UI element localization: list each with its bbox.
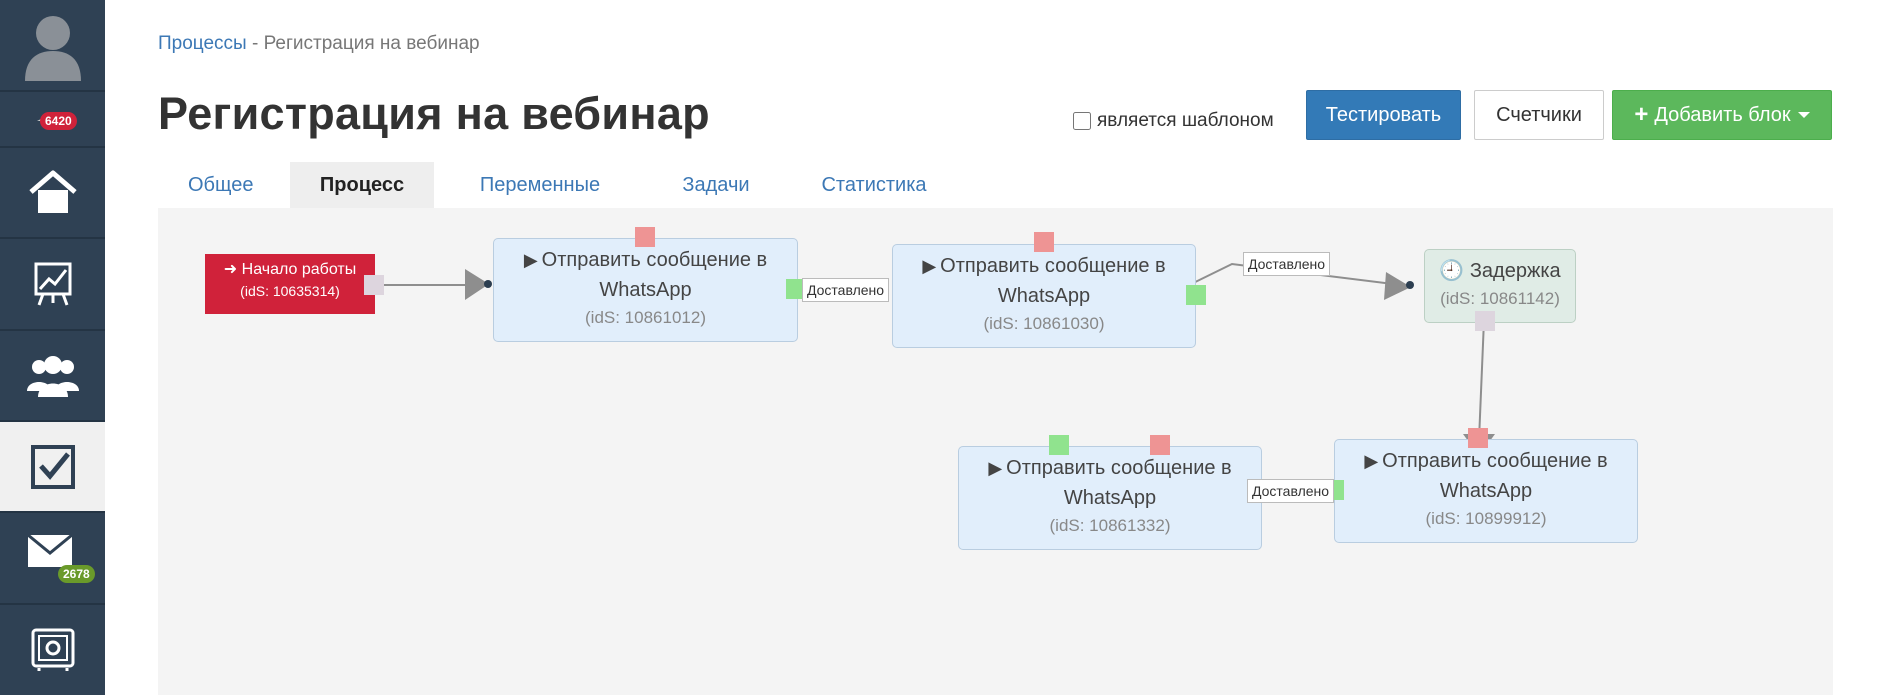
safe-settings-icon [31,628,74,671]
tab-tasks[interactable]: Задачи [682,173,750,196]
tab-variables[interactable]: Переменные [479,173,601,196]
node-ids: (idS: 10899912) [1425,509,1547,528]
flow-node-whatsapp-1[interactable]: ▶Отправить сообщение в WhatsApp (idS: 10… [493,238,798,342]
node5-error-port[interactable] [1468,428,1488,448]
flow-node-whatsapp-4[interactable]: ▶Отправить сообщение в WhatsApp (idS: 10… [958,446,1262,550]
node-ids: (idS: 10861332) [1049,516,1171,535]
sidebar-item-mail[interactable]: 2678 [0,513,105,605]
template-checkbox[interactable] [1073,112,1091,130]
node2-delivered-port[interactable] [1186,285,1206,305]
start-node-output-port[interactable] [364,275,384,295]
tab-process[interactable]: Процесс [290,162,434,208]
caret-down-icon [1797,112,1810,118]
sidebar-item-notifications[interactable]: 6420 [0,92,105,148]
node4-input-port[interactable] [1049,435,1069,455]
tabs: Общее Процесс Переменные Задачи Статисти… [158,162,962,208]
sidebar: 6420 2678 [0,0,105,695]
user-avatar-icon [24,16,81,81]
flow-node-delay[interactable]: 🕘 Задержка (idS: 10861142) [1424,249,1576,323]
node4-error-port[interactable] [1150,435,1170,455]
flow-start-node[interactable]: ➜ Начало работы (idS: 10635314) [205,254,375,314]
node-title: 🕘 Задержка [1439,260,1561,282]
counters-button[interactable]: Счетчики [1474,90,1604,140]
node2-error-port[interactable] [1034,232,1054,252]
sidebar-item-tasks[interactable] [0,422,105,513]
test-button[interactable]: Тестировать [1306,90,1461,140]
play-icon: ▶ [988,458,1003,478]
play-icon: ▶ [922,256,937,276]
edge-delay-to-node5 [1478,319,1485,441]
home-icon [28,170,77,213]
sidebar-item-contacts[interactable] [0,331,105,422]
sign-in-icon: ➜ [223,261,238,278]
sidebar-item-home[interactable] [0,148,105,239]
start-node-title: ➜ Начало работы [223,261,357,278]
start-node-ids: (idS: 10635314) [240,283,340,299]
node1-delivered-port[interactable] [786,279,806,299]
breadcrumb-processes-link[interactable]: Процессы [158,33,247,54]
tab-general[interactable]: Общее [188,173,254,196]
delay-output-port[interactable] [1475,311,1495,331]
node-title: ▶Отправить сообщение в WhatsApp [988,457,1232,509]
mail-badge: 2678 [58,565,95,583]
arrow-head [465,269,489,300]
sidebar-item-profile[interactable] [0,0,105,92]
checkbox-tasks-icon [30,444,75,489]
connector-dot [1406,281,1414,289]
flow-node-whatsapp-2[interactable]: ▶Отправить сообщение в WhatsApp (idS: 10… [892,244,1196,348]
play-icon: ▶ [523,250,538,270]
edge-node2-to-delay [1180,262,1402,290]
node-title: ▶Отправить сообщение в WhatsApp [1364,450,1608,502]
breadcrumb-separator: - [246,33,264,54]
sidebar-item-settings[interactable] [0,605,105,695]
node-ids: (idS: 10861142) [1440,289,1560,308]
node-title: ▶Отправить сообщение в WhatsApp [922,255,1166,307]
breadcrumb: Процессы - Регистрация на вебинар [158,33,480,55]
edge-label-delivered-1[interactable]: Доставлено [802,278,890,302]
play-icon: ▶ [1364,451,1379,471]
chart-board-icon [34,262,71,306]
flow-node-whatsapp-5[interactable]: ▶Отправить сообщение в WhatsApp (idS: 10… [1334,439,1638,543]
users-group-icon [26,355,79,397]
node-ids: (idS: 10861012) [585,308,706,327]
clock-icon: 🕘 [1439,260,1465,282]
plus-icon: + [1634,101,1649,128]
arrow-head [1384,272,1411,300]
notifications-badge: 6420 [40,112,77,130]
add-block-label: Добавить блок [1654,103,1791,126]
connector-dot [484,280,492,288]
mail-icon [26,534,73,567]
node1-error-port[interactable] [635,227,655,247]
edge-label-delivered-2[interactable]: Доставлено [1243,252,1331,276]
page-title: Регистрация на вебинар [158,88,710,139]
node-title: ▶Отправить сообщение в WhatsApp [523,249,768,301]
template-checkbox-label[interactable]: является шаблоном [1073,110,1274,132]
edge-label-delivered-3[interactable]: Доставлено [1247,479,1335,503]
breadcrumb-current: Регистрация на вебинар [263,33,480,54]
sidebar-item-analytics[interactable] [0,239,105,331]
process-canvas[interactable]: ➜ Начало работы (idS: 10635314) ▶Отправи… [158,208,1833,695]
node-ids: (idS: 10861030) [983,314,1105,333]
tab-statistics[interactable]: Статистика [821,173,927,196]
template-checkbox-text: является шаблоном [1097,110,1274,131]
add-block-button[interactable]: + Добавить блок [1612,90,1832,140]
